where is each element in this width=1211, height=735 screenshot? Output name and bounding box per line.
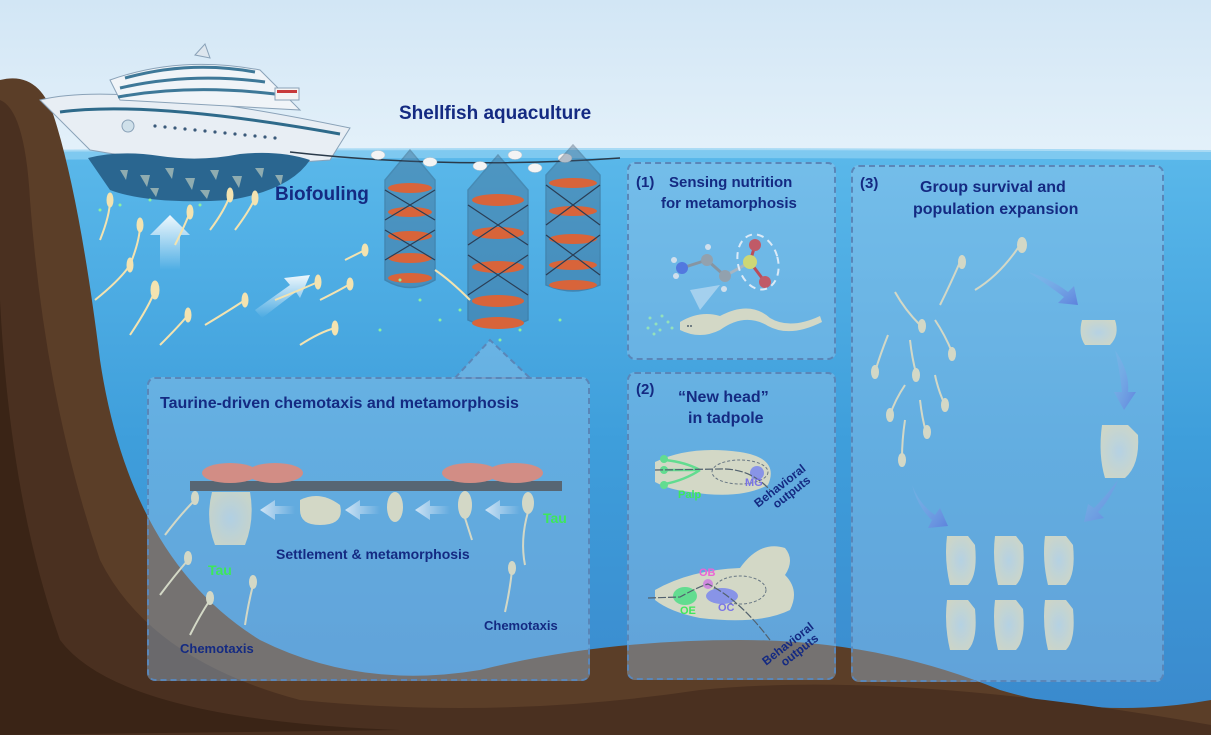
sulfonate-highlight [736, 233, 780, 291]
oxygen-atom [749, 239, 761, 251]
taurine-particles [646, 314, 674, 336]
panel-2-new-head [627, 372, 836, 680]
metamorphosing-larva [300, 496, 341, 525]
title-shellfish-aquaculture: Shellfish aquaculture [399, 103, 592, 124]
oc-organ [706, 588, 738, 604]
label-oe: OE [680, 605, 696, 617]
juvenile [946, 320, 1139, 650]
buoy-line [289, 150, 621, 173]
sea [0, 150, 1211, 735]
cruise-ship [39, 43, 351, 202]
panel-chemotaxis-metamorphosis [147, 377, 590, 681]
left-arrow [260, 500, 520, 520]
label-tau-right: Tau [543, 510, 567, 526]
tadpole-larva [680, 308, 822, 335]
cycle-arrow [912, 272, 1136, 528]
carbon-atom [701, 254, 713, 266]
panel-2-title-line1: “New head” [678, 389, 769, 406]
panel-3-title-line1: Group survival and [920, 179, 1066, 196]
label-oc: OC [718, 602, 735, 614]
label-ob: OB [699, 567, 716, 579]
seabed [0, 78, 1211, 735]
upward-arrow [150, 215, 190, 270]
lantern-net [545, 143, 601, 292]
larva-head-diagram-top [654, 449, 771, 495]
attached-larva [387, 491, 534, 566]
panel-2-number: (2) [636, 381, 655, 398]
label-settlement-metamorphosis: Settlement & metamorphosis [276, 546, 470, 562]
label-mg: MG [745, 477, 763, 489]
swimming-larva [159, 491, 516, 636]
substrate-bar [190, 481, 562, 491]
panel-1-title-line2: for metamorphosis [661, 195, 797, 212]
larva-group [871, 237, 1027, 467]
scallop [202, 463, 543, 483]
taurine-molecule [671, 233, 780, 292]
larva-head-diagram-bottom [647, 546, 794, 641]
panel-3-title-line2: population expansion [913, 201, 1079, 218]
label-palp: Palp [678, 489, 702, 501]
lantern-net [467, 153, 529, 329]
label-chemotaxis-left: Chemotaxis [180, 641, 254, 656]
taurine-particles [98, 198, 562, 342]
panel-3-group-survival [851, 165, 1164, 682]
oxygen-atom [759, 276, 771, 288]
sulfur-atom [743, 255, 757, 269]
panel-2-title-line2: in tadpole [688, 410, 764, 427]
sensing-cone [690, 285, 720, 310]
larvae-swarm [94, 187, 471, 346]
lantern-net [384, 148, 436, 289]
settlement-diagram [159, 463, 562, 636]
label-tau-left: Tau [208, 562, 232, 578]
mg-ganglion [750, 466, 764, 480]
main-panel-title: Taurine-driven chemotaxis and metamorpho… [160, 395, 519, 412]
panel-1-title-line1: Sensing nutrition [669, 174, 793, 191]
panel-1-number: (1) [636, 174, 655, 191]
label-chemotaxis-right: Chemotaxis [484, 618, 558, 633]
panel-1-sensing-nutrition [627, 162, 836, 360]
nitrogen-atom [676, 262, 688, 274]
settled-juvenile [209, 492, 252, 545]
label-biofouling: Biofouling [275, 184, 369, 205]
carbon-atom [719, 270, 731, 282]
panel-3-number: (3) [860, 175, 879, 192]
